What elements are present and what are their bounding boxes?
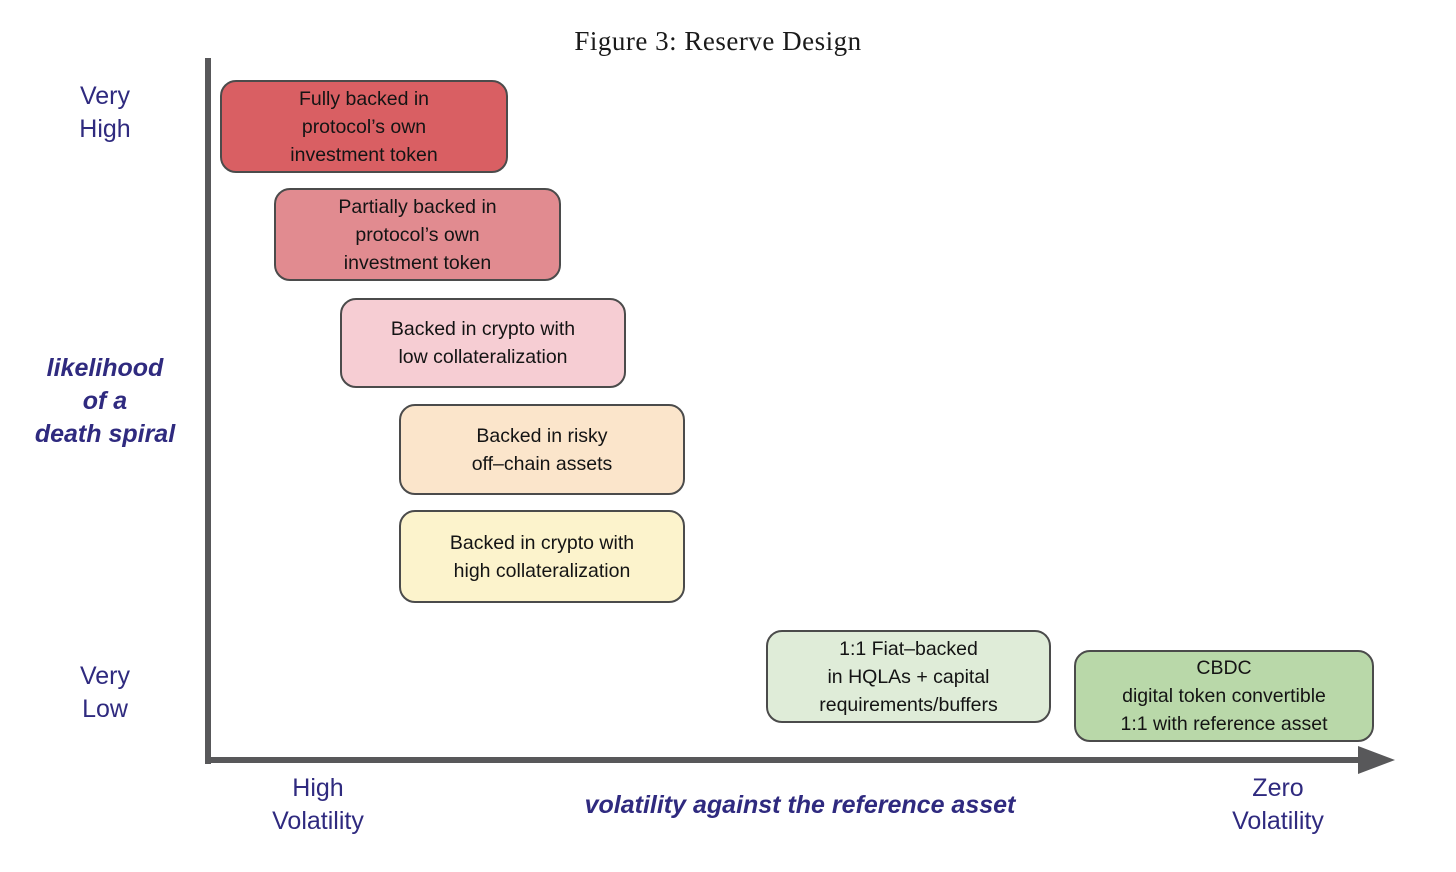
box-cbdc: CBDC digital token convertible 1:1 with … xyxy=(1074,650,1374,742)
box-crypto-high-collateralization: Backed in crypto with high collateraliza… xyxy=(399,510,685,603)
x-axis-title: volatility against the reference asset xyxy=(584,791,1016,819)
box-fiat-backed-hqla: 1:1 Fiat–backed in HQLAs + capital requi… xyxy=(766,630,1051,723)
figure-title: Figure 3: Reserve Design xyxy=(574,26,862,56)
x-axis-arrowhead-icon xyxy=(1358,746,1395,774)
x-tick-high-volatility: High Volatility xyxy=(272,774,364,835)
y-tick-very-low: Very Low xyxy=(79,662,131,723)
box-fully-backed-own-token: Fully backed in protocol’s own investmen… xyxy=(220,80,508,173)
box-partially-backed-own-token: Partially backed in protocol’s own inves… xyxy=(274,188,561,281)
y-tick-very-high: Very High xyxy=(79,82,131,143)
y-axis-title: likelihood of a death spiral xyxy=(34,354,176,448)
x-tick-zero-volatility: Zero Volatility xyxy=(1232,774,1324,835)
x-axis-line xyxy=(205,757,1361,763)
y-axis-line xyxy=(205,58,211,764)
box-risky-off-chain-assets: Backed in risky off–chain assets xyxy=(399,404,685,495)
box-crypto-low-collateralization: Backed in crypto with low collateralizat… xyxy=(340,298,626,388)
